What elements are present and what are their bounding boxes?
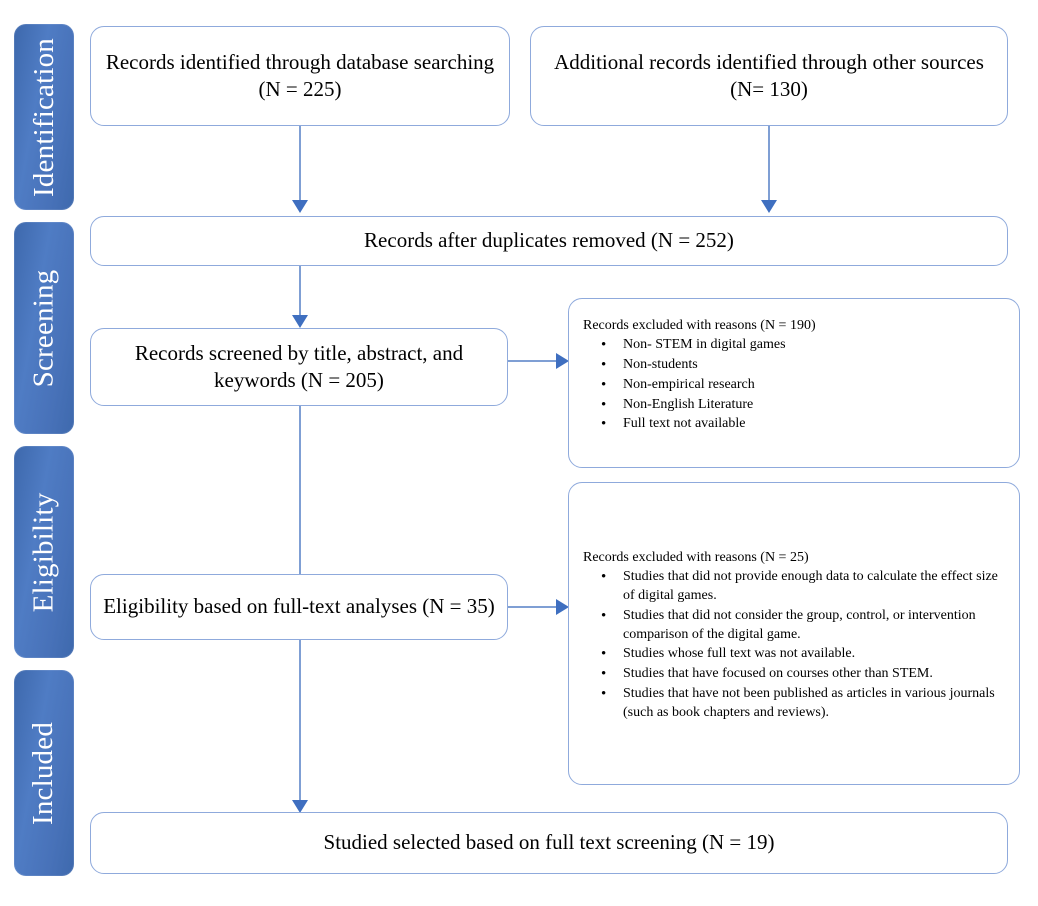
excluded-eligibility-content: Records excluded with reasons (N = 25) S… <box>583 549 1009 723</box>
box-eligibility-fulltext: Eligibility based on full-text analyses … <box>90 574 508 640</box>
box-other-sources-line2: (N= 130) <box>730 77 808 101</box>
box-studies-included-line1: Studied selected based on full text scre… <box>323 830 775 855</box>
list-item: Studies that have not been published as … <box>583 684 1009 723</box>
box-eligibility-fulltext-line1: Eligibility based on full-text analyses … <box>103 594 495 619</box>
connector-screened-to-excluded <box>508 360 558 362</box>
box-database-search-line2: (N = 225) <box>258 77 342 101</box>
connector-eligibility-to-included <box>299 640 301 804</box>
stage-bar-eligibility: Eligibility <box>14 446 74 658</box>
connector-duplicates-to-screened <box>299 266 301 318</box>
arrowhead-eligibility-to-excluded <box>556 599 569 615</box>
list-item: Non-English Literature <box>583 395 1007 415</box>
stage-bar-identification: Identification <box>14 24 74 210</box>
box-database-search-line1: Records identified through database sear… <box>105 49 495 74</box>
stage-label-screening: Screening <box>27 269 60 387</box>
stage-label-eligibility: Eligibility <box>27 492 60 612</box>
excluded-eligibility-list: Studies that did not provide enough data… <box>583 567 1009 723</box>
connector-database-to-duplicates <box>299 126 301 203</box>
excluded-screening-content: Records excluded with reasons (N = 190) … <box>583 317 1007 435</box>
arrowhead-other-to-duplicates <box>761 200 777 213</box>
arrowhead-eligibility-to-included <box>292 800 308 813</box>
excluded-screening-heading: Records excluded with reasons (N = 190) <box>583 318 816 333</box>
stage-bar-screening: Screening <box>14 222 74 434</box>
box-studies-included: Studied selected based on full text scre… <box>90 812 1008 874</box>
box-records-screened: Records screened by title, abstract, and… <box>90 328 508 406</box>
box-other-sources: Additional records identified through ot… <box>530 26 1008 126</box>
list-item: Studies that have focused on courses oth… <box>583 664 1009 684</box>
excluded-eligibility-heading: Records excluded with reasons (N = 25) <box>583 550 809 565</box>
box-excluded-eligibility: Records excluded with reasons (N = 25) S… <box>568 482 1020 785</box>
stage-label-identification: Identification <box>27 37 60 197</box>
connector-eligibility-to-excluded <box>508 606 558 608</box>
list-item: Non-empirical research <box>583 375 1007 395</box>
list-item: Non- STEM in digital games <box>583 335 1007 355</box>
arrowhead-duplicates-to-screened <box>292 315 308 328</box>
box-duplicates-removed: Records after duplicates removed (N = 25… <box>90 216 1008 266</box>
arrowhead-database-to-duplicates <box>292 200 308 213</box>
list-item: Full text not available <box>583 414 1007 434</box>
box-duplicates-removed-line1: Records after duplicates removed (N = 25… <box>364 228 734 253</box>
box-other-sources-line1: Additional records identified through ot… <box>554 49 984 74</box>
box-excluded-screening: Records excluded with reasons (N = 190) … <box>568 298 1020 468</box>
box-records-screened-line1: Records screened by title, abstract, and <box>134 340 464 365</box>
connector-screened-to-eligibility <box>299 406 301 582</box>
connector-other-to-duplicates <box>768 126 770 203</box>
list-item: Studies whose full text was not availabl… <box>583 644 1009 664</box>
stage-label-included: Included <box>27 721 60 825</box>
box-records-screened-line2: keywords (N = 205) <box>214 368 384 392</box>
list-item: Non-students <box>583 355 1007 375</box>
box-database-search: Records identified through database sear… <box>90 26 510 126</box>
list-item: Studies that did not consider the group,… <box>583 606 1009 645</box>
list-item: Studies that did not provide enough data… <box>583 567 1009 606</box>
stage-bar-included: Included <box>14 670 74 876</box>
arrowhead-screened-to-excluded <box>556 353 569 369</box>
excluded-screening-list: Non- STEM in digital games Non-students … <box>583 335 1007 434</box>
